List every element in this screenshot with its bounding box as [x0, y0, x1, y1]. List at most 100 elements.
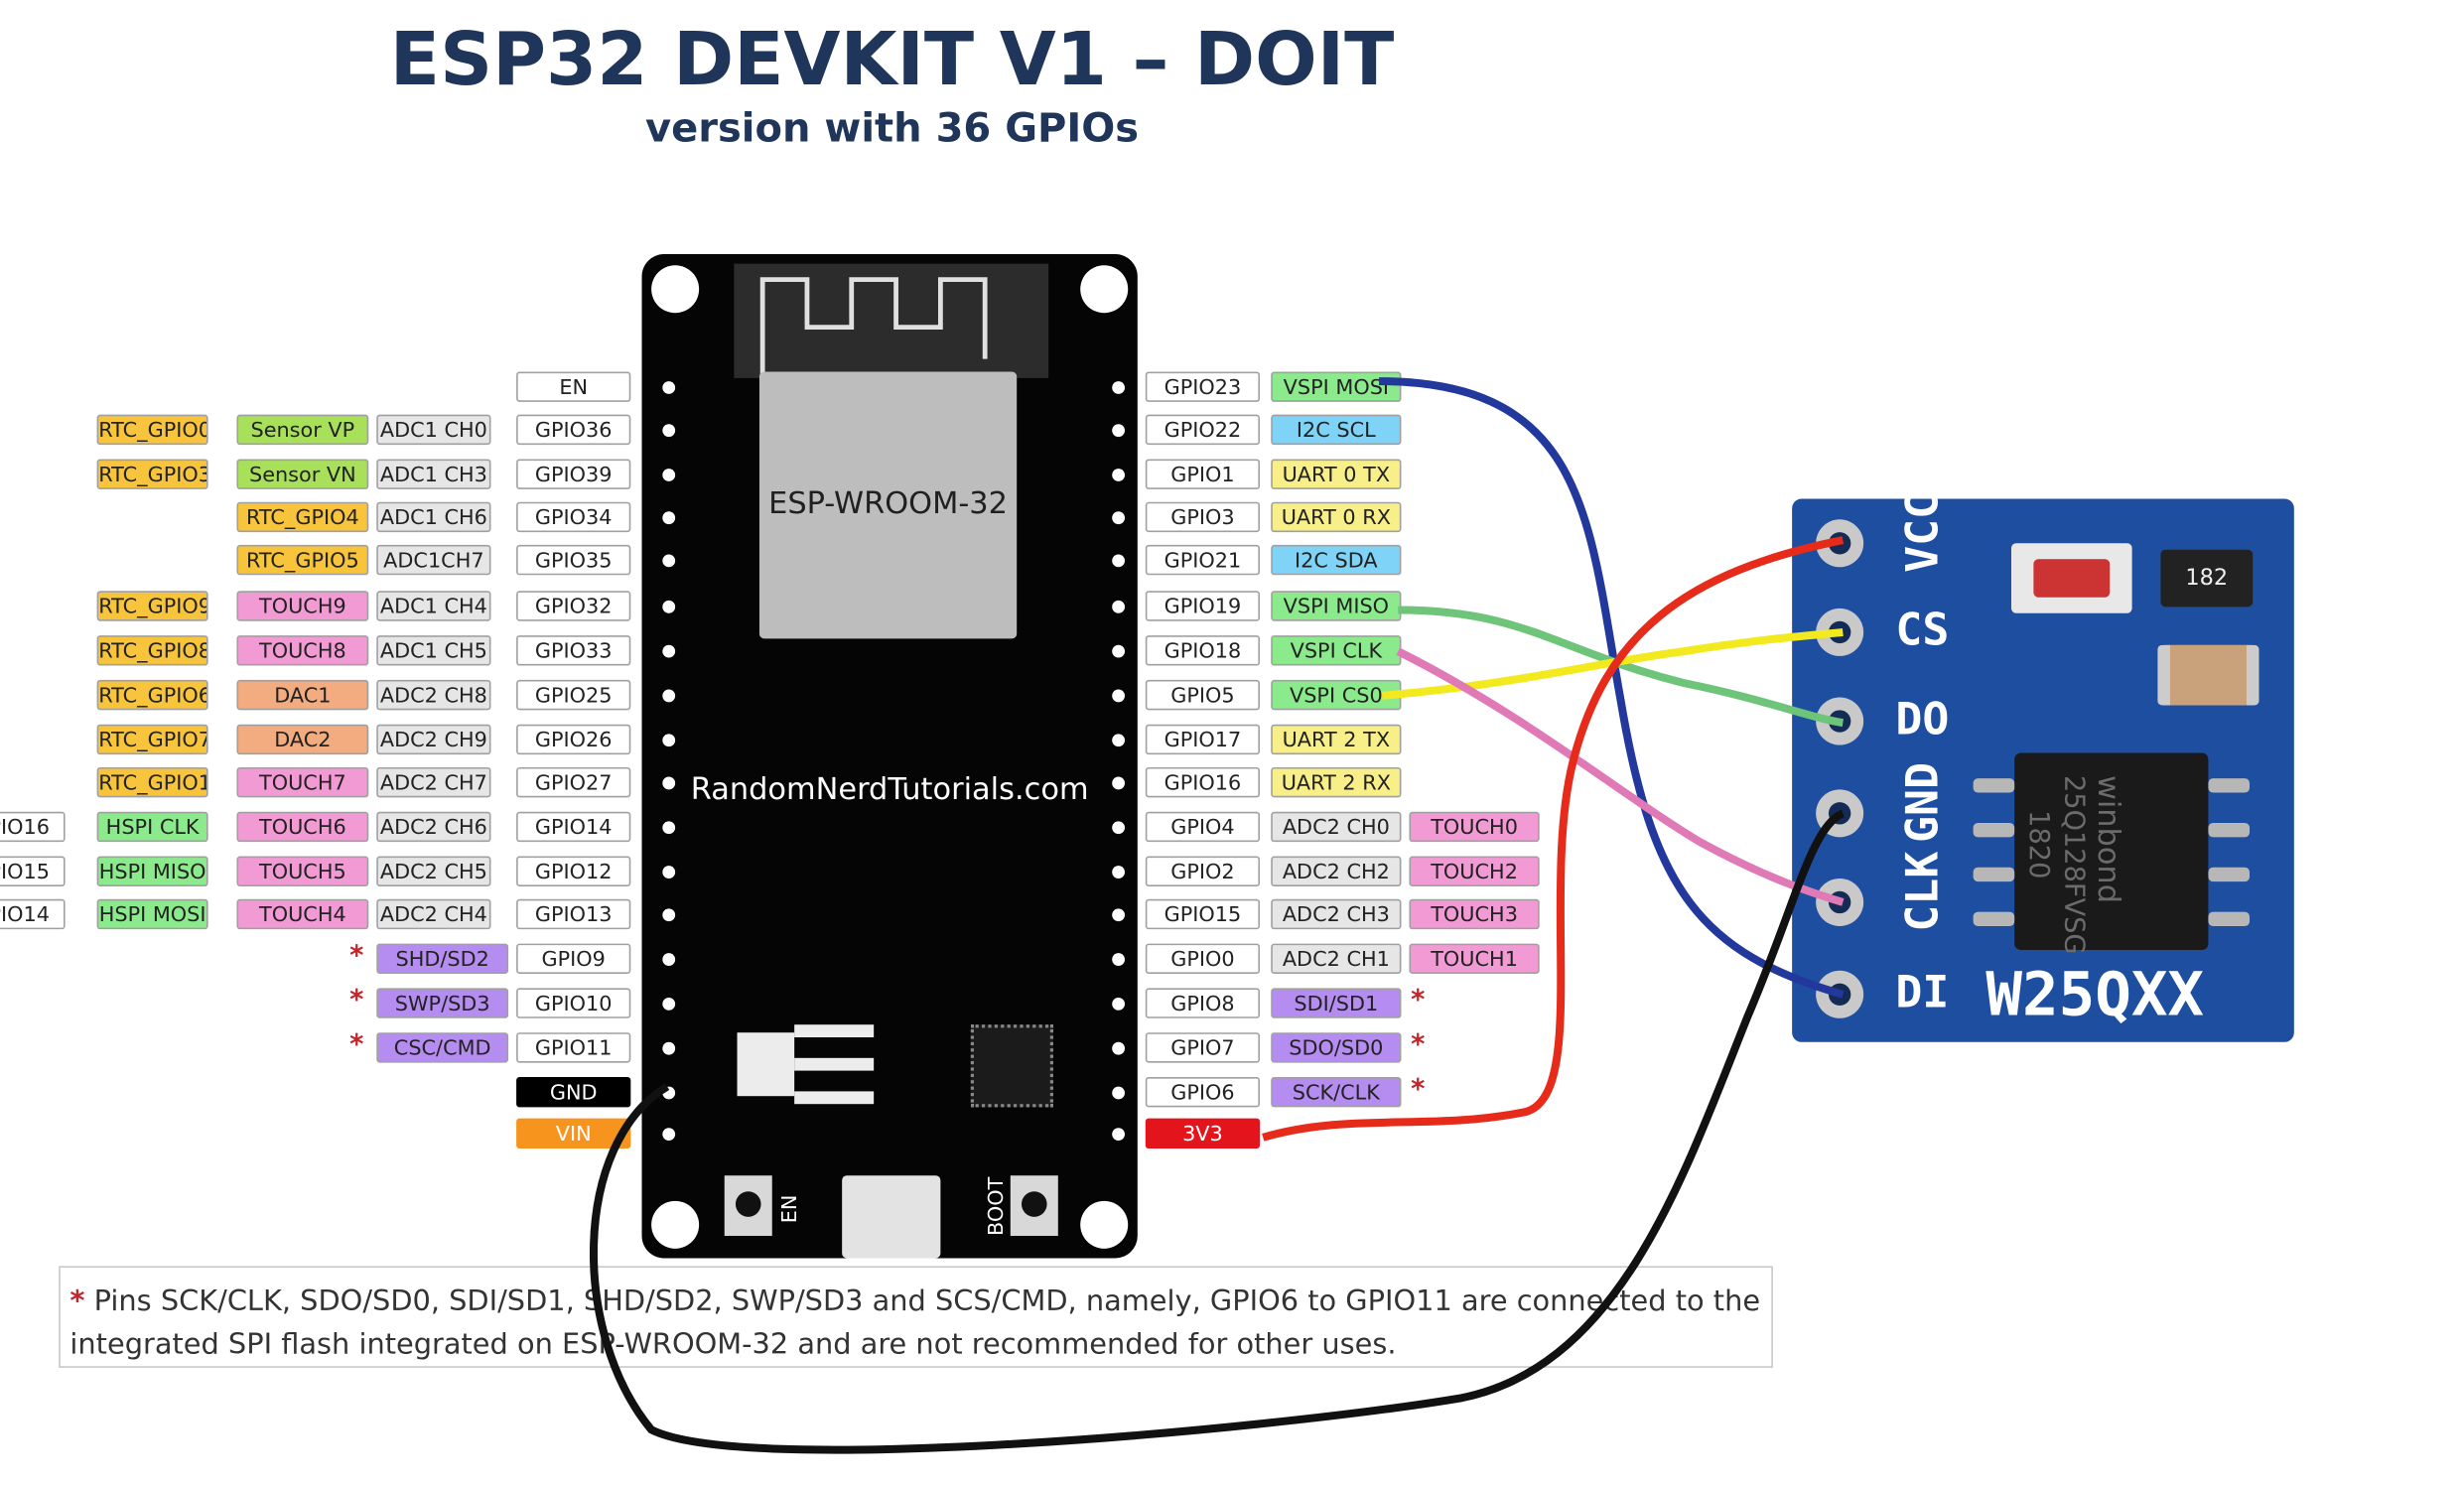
- flash-star: *: [1411, 985, 1426, 1017]
- pin-label-swp-sd3: SWP/SD3: [376, 988, 509, 1018]
- pin-label-gpio21: GPIO21: [1145, 544, 1261, 576]
- header-pin: [662, 776, 676, 790]
- pin-label-gpio10: GPIO10: [516, 988, 631, 1018]
- wire-red: [1262, 536, 1845, 1142]
- header-pin: [662, 953, 676, 966]
- header-pin: [1112, 381, 1126, 394]
- resistor: 182: [2160, 549, 2254, 608]
- pin-label-gpio15: GPIO15: [1145, 898, 1261, 930]
- flash-star: *: [1411, 1028, 1426, 1062]
- pin-label-dac2: DAC2: [236, 724, 369, 755]
- wire-black: [589, 809, 1846, 1454]
- pin-label-uart-0-tx: UART 0 TX: [1271, 459, 1402, 489]
- header-pin: [1112, 644, 1126, 658]
- pin-label-touch0: TOUCH0: [1409, 811, 1540, 843]
- wire-blue: [1379, 377, 1845, 999]
- pin-label-rtc-gpio4: RTC_GPIO4: [236, 501, 369, 533]
- flash-chip: [2014, 752, 2209, 950]
- pin-label-adc2-ch8: ADC2 CH8: [376, 679, 491, 711]
- pin-label-sensor-vn: Sensor VN: [236, 459, 369, 489]
- flash-star: *: [349, 940, 364, 973]
- chip-pin: [1973, 867, 2015, 882]
- pin-label-gpio32: GPIO32: [516, 591, 631, 621]
- header-pin: [1112, 908, 1126, 922]
- pin-label-vin: VIN: [516, 1118, 631, 1149]
- pin-label-adc1ch7: ADC1CH7: [376, 544, 491, 576]
- pin-label-adc1-ch4: ADC1 CH4: [376, 591, 491, 621]
- regulator-pin: [794, 1091, 875, 1105]
- header-pin: [1112, 776, 1126, 790]
- pcb-antenna: [734, 263, 1049, 378]
- antenna-trace-icon: [759, 277, 988, 375]
- pin-label-gpio39: GPIO39: [516, 459, 631, 489]
- pin-label-rtc-gpio7: RTC_GPIO7: [96, 724, 208, 755]
- pin-label-3v3: 3V3: [1145, 1118, 1261, 1149]
- pin-label-adc2-ch2: ADC2 CH2: [1271, 856, 1402, 886]
- pin-label-uart-2-rx: UART 2 RX: [1271, 766, 1402, 798]
- pin-label-touch4: TOUCH4: [236, 898, 369, 930]
- pin-label-gpio12: GPIO12: [516, 856, 631, 886]
- pin-label-gpio23: GPIO23: [1145, 371, 1261, 402]
- header-pin: [662, 381, 676, 394]
- header-pin: [1112, 511, 1126, 525]
- header-pin: [1112, 866, 1126, 879]
- pin-label-gpio34: GPIO34: [516, 501, 631, 533]
- pin-label-vspi-clk: VSPI CLK: [1271, 635, 1402, 666]
- diagram-title: ESP32 DEVKIT V1 – DOIT: [389, 16, 1395, 102]
- pin-label-gpio19: GPIO19: [1145, 591, 1261, 621]
- header-pin: [1112, 1086, 1126, 1100]
- pin-label-gpio13: GPIO13: [516, 898, 631, 930]
- pin-label-en: EN: [516, 371, 631, 402]
- pin-label-gnd: GND: [516, 1077, 631, 1108]
- usb-uart-chip: [970, 1024, 1053, 1108]
- module-pin-label-di: DI: [1895, 965, 1950, 1018]
- header-pin: [1112, 1128, 1126, 1142]
- pin-label-rtc-gpio3: RTC_GPIO3: [96, 459, 208, 489]
- pin-label-gpio16: GPIO16: [0, 811, 66, 843]
- pin-label-sdo-sd0: SDO/SD0: [1271, 1032, 1402, 1063]
- pin-label-gpio14: GPIO14: [0, 898, 66, 930]
- header-pin: [662, 1128, 676, 1142]
- en-button[interactable]: [724, 1175, 772, 1237]
- pin-label-i2c-sda: I2C SDA: [1271, 544, 1402, 576]
- header-pin: [662, 554, 676, 568]
- flash-star: *: [349, 1028, 364, 1062]
- pin-label-rtc-gpio6: RTC_GPIO6: [96, 679, 208, 711]
- capacitor: [2157, 644, 2259, 706]
- note-star: *: [69, 1284, 85, 1319]
- pin-label-adc1-ch6: ADC1 CH6: [376, 501, 491, 533]
- mounting-hole: [1080, 1200, 1129, 1249]
- wire-green: [1398, 606, 1844, 728]
- diagram-subtitle: version with 36 GPIOs: [645, 104, 1140, 152]
- pin-label-touch9: TOUCH9: [236, 591, 369, 621]
- chip-pin: [2208, 822, 2251, 838]
- pin-label-touch1: TOUCH1: [1409, 943, 1540, 974]
- pin-label-gpio22: GPIO22: [1145, 414, 1261, 446]
- regulator-pin: [794, 1057, 875, 1071]
- pin-label-vspi-mosi: VSPI MOSI: [1271, 371, 1402, 402]
- pin-label-i2c-scl: I2C SCL: [1271, 414, 1402, 446]
- chip-pin: [2208, 778, 2251, 793]
- pin-label-gpio35: GPIO35: [516, 544, 631, 576]
- pin-label-rtc-gpio5: RTC_GPIO5: [236, 544, 369, 576]
- pin-label-gpio27: GPIO27: [516, 766, 631, 798]
- mounting-hole: [651, 265, 700, 314]
- pin-label-gpio36: GPIO36: [516, 414, 631, 446]
- voltage-regulator: [737, 1032, 795, 1097]
- pin-label-hspi-miso: HSPI MISO: [96, 856, 208, 886]
- header-pin: [662, 511, 676, 525]
- pin-label-gpio26: GPIO26: [516, 724, 631, 755]
- flash-star: *: [1411, 1073, 1426, 1106]
- flash-pins-note: * Pins SCK/CLK, SDO/SD0, SDI/SD1, SHD/SD…: [59, 1266, 1773, 1368]
- header-pin: [662, 469, 676, 481]
- boot-button[interactable]: [1010, 1175, 1058, 1237]
- pin-label-vspi-miso: VSPI MISO: [1271, 591, 1402, 621]
- module-pin-label-do: DO: [1895, 692, 1950, 745]
- pin-label-touch8: TOUCH8: [236, 635, 369, 666]
- pin-label-gpio33: GPIO33: [516, 635, 631, 666]
- micro-usb-port: [842, 1175, 941, 1259]
- website-label: RandomNerdTutorials.com: [690, 771, 1089, 807]
- pin-label-adc2-ch4: ADC2 CH4: [376, 898, 491, 930]
